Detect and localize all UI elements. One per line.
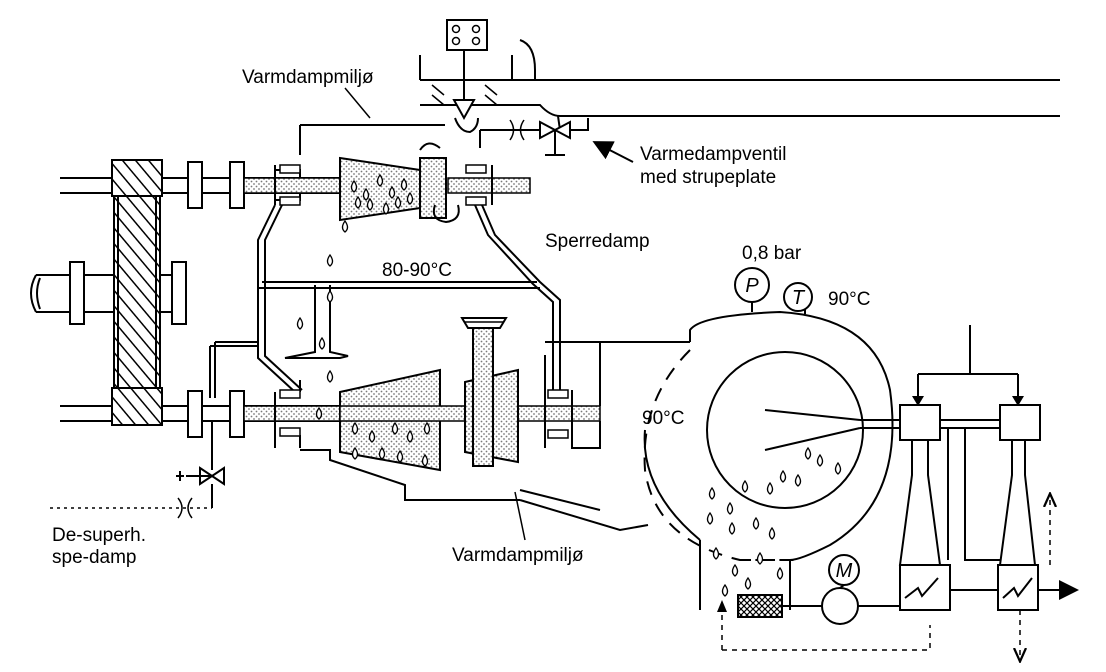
water-droplet (394, 195, 402, 209)
water-droplet (423, 421, 431, 435)
water-droplet (768, 526, 776, 540)
water-droplet (741, 479, 749, 493)
input-shaft (30, 261, 187, 325)
water-droplet (406, 191, 414, 205)
water-droplet (731, 563, 739, 577)
label-desuperheated-2: spe-damp (52, 547, 137, 568)
water-droplet (362, 187, 370, 201)
water-droplet (396, 449, 404, 463)
label-heating-steam-top: Varmdampmiljø (242, 67, 374, 88)
pressure-symbol: P (745, 275, 759, 297)
water-droplet (354, 195, 362, 209)
motor-symbol: M (836, 560, 853, 582)
water-droplet (744, 576, 752, 590)
water-droplet (350, 179, 358, 193)
label-valve-line2: med strupeplate (640, 167, 776, 188)
water-droplet (726, 501, 734, 515)
water-droplet (708, 486, 716, 500)
water-droplet (406, 429, 414, 443)
lower-turbine-casing (274, 341, 690, 532)
thermometer-icon: T (783, 282, 813, 312)
water-droplet (804, 446, 812, 460)
label-temp-range: 80-90°C (382, 260, 452, 281)
label-valve-line1: Varmedampventil (640, 144, 786, 165)
water-droplet (326, 289, 334, 303)
water-droplet (388, 185, 396, 199)
lower-pinion-shaft (60, 390, 601, 438)
bottom-label-leader (514, 491, 526, 541)
water-droplets (296, 173, 842, 597)
water-droplet (752, 516, 760, 530)
hotwell: M (717, 554, 931, 651)
water-droplet (366, 197, 374, 211)
water-droplet (296, 316, 304, 330)
water-droplet (351, 446, 359, 460)
water-droplet (315, 406, 323, 420)
upper-seal-hook (432, 204, 460, 224)
upper-compressor-casing (274, 124, 493, 206)
valve-pointer-arrow (592, 141, 634, 163)
gear-wheel (111, 159, 163, 426)
pressure-gauge-icon: P (734, 267, 770, 303)
water-droplet (756, 551, 764, 565)
heating-steam-valve (479, 115, 589, 156)
top-label-leader (344, 87, 371, 119)
ejector-system (898, 325, 1079, 660)
water-droplet (706, 511, 714, 525)
water-droplet (341, 219, 349, 233)
water-droplet (376, 173, 384, 187)
label-temp-inside: 90°C (642, 408, 684, 429)
water-droplet (779, 469, 787, 483)
water-droplet (378, 446, 386, 460)
steam-main-pipe (512, 39, 1060, 117)
desuperheat-feed (50, 422, 225, 519)
water-droplet (351, 421, 359, 435)
lower-turbine-rotor (339, 317, 519, 472)
water-droplet (421, 453, 429, 467)
water-droplet (318, 336, 326, 350)
water-droplet (721, 583, 729, 597)
water-droplet (326, 369, 334, 383)
label-desuperheated-1: De-superh. (52, 525, 146, 546)
label-heating-steam-bottom: Varmdampmiljø (452, 545, 584, 566)
water-droplet (776, 566, 784, 580)
label-sealing-steam: Sperredamp (545, 231, 650, 252)
sealing-steam-lines (209, 204, 561, 398)
label-pressure-value: 0,8 bar (742, 243, 802, 264)
upper-seal-curl (419, 142, 441, 151)
steam-nozzle (284, 285, 349, 359)
upper-pinion-shaft (60, 161, 531, 209)
condenser-drum (643, 302, 900, 610)
water-droplet (382, 201, 390, 215)
water-droplet (766, 481, 774, 495)
water-droplet (834, 461, 842, 475)
label-temp-gauge: 90°C (828, 289, 870, 310)
water-droplet (728, 521, 736, 535)
temperature-symbol: T (792, 287, 806, 309)
water-droplet (400, 177, 408, 191)
actuator (419, 19, 513, 134)
water-droplet (391, 421, 399, 435)
water-droplet (816, 453, 824, 467)
water-droplet (326, 253, 334, 267)
water-droplet (368, 429, 376, 443)
water-droplet (794, 473, 802, 487)
water-droplet (712, 546, 720, 560)
